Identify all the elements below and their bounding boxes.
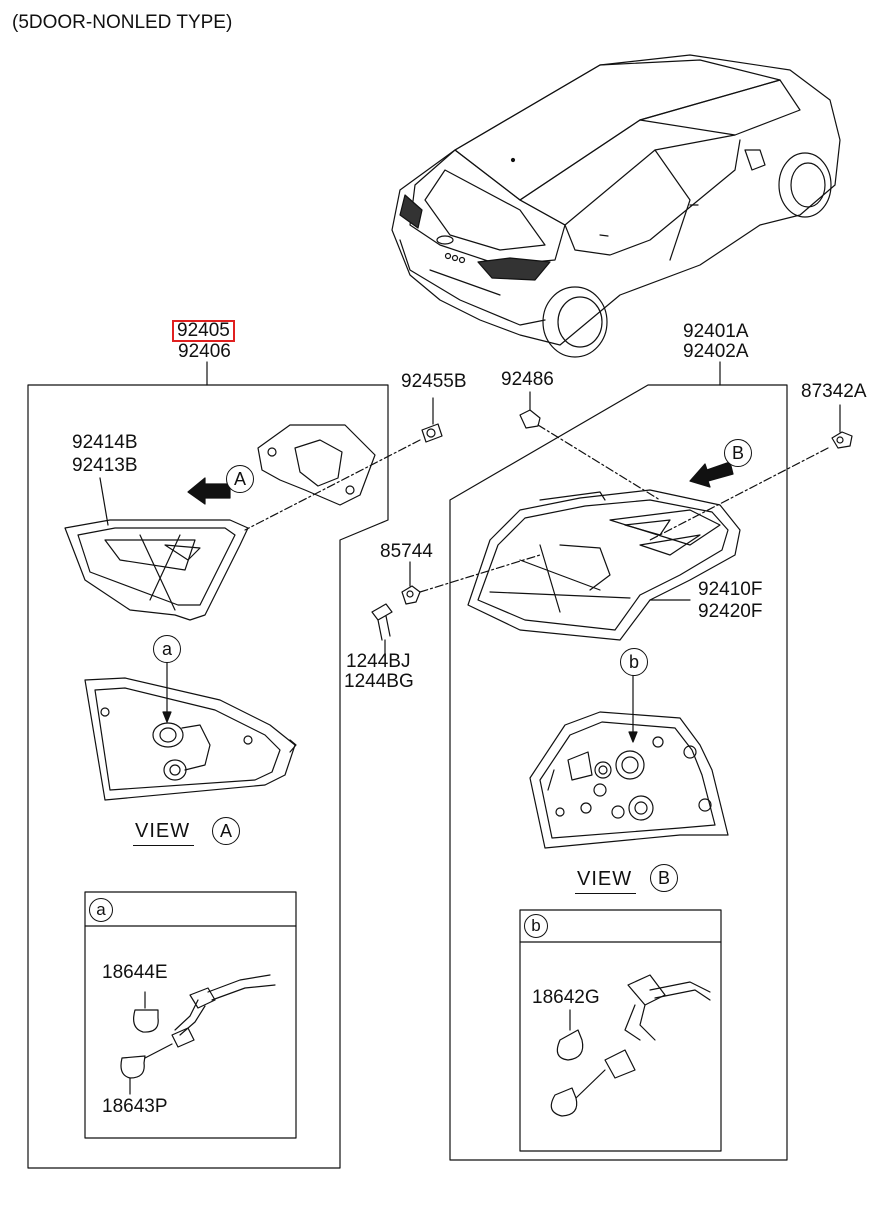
part-label-92420F[interactable]: 92420F — [698, 601, 763, 622]
view-B-marker: B — [650, 864, 678, 892]
part-label-92405[interactable]: 92405 — [172, 320, 235, 342]
part-label-92406[interactable]: 92406 — [178, 341, 231, 362]
box-a-tag: a — [89, 898, 113, 922]
part-label-92414B[interactable]: 92414B — [72, 432, 138, 453]
dash-leader-left — [244, 439, 421, 531]
part-label-92401A[interactable]: 92401A — [683, 321, 749, 342]
bulb-18643P — [120, 1027, 195, 1095]
view-B-word: VIEW — [577, 868, 633, 890]
view-A-word: VIEW — [135, 820, 191, 842]
nut-87342A — [831, 431, 853, 449]
part-label-85744[interactable]: 85744 — [380, 541, 433, 562]
callout-A: A — [226, 465, 254, 493]
view-B-caption: VIEW — [575, 868, 637, 894]
part-label-92402A[interactable]: 92402A — [683, 341, 749, 362]
left-panel-outline — [27, 384, 389, 1169]
part-label-92413B[interactable]: 92413B — [72, 455, 138, 476]
arrow-A — [187, 477, 231, 505]
detail-box-a — [84, 891, 297, 1139]
screw-85744 — [401, 585, 421, 605]
view-A-lamp — [84, 677, 297, 801]
right-panel-outline — [449, 384, 788, 1161]
screw-92455B — [421, 423, 443, 443]
dash-leader-grommet — [537, 424, 661, 501]
bulb-18642G — [550, 974, 711, 1117]
gasket-part — [257, 424, 376, 506]
arrow-B — [689, 461, 734, 488]
leader-92414B — [99, 477, 109, 526]
dash-leader-right — [649, 447, 829, 541]
detail-box-b — [519, 909, 722, 1152]
rear-lamp-part — [467, 489, 741, 641]
part-label-1244BG[interactable]: 1244BG — [344, 671, 414, 692]
car-illustration — [391, 54, 841, 358]
bolt-1244BJ — [371, 603, 393, 641]
part-label-18643P[interactable]: 18643P — [102, 1096, 168, 1117]
part-label-18642G[interactable]: 18642G — [532, 987, 600, 1008]
part-label-92486[interactable]: 92486 — [501, 369, 554, 390]
part-label-87342A[interactable]: 87342A — [801, 381, 867, 402]
view-A-caption: VIEW — [133, 820, 195, 846]
view-B-lamp — [529, 711, 729, 849]
part-label-92410F[interactable]: 92410F — [698, 579, 763, 600]
part-label-1244BJ[interactable]: 1244BJ — [346, 651, 411, 672]
callout-b: b — [620, 648, 648, 676]
inner-lamp-part — [64, 519, 249, 621]
part-label-18644E[interactable]: 18644E — [102, 962, 168, 983]
box-b-tag: b — [524, 914, 548, 938]
view-A-marker: A — [212, 817, 240, 845]
diagram-title: (5DOOR-NONLED TYPE) — [12, 12, 233, 33]
callout-B: B — [724, 439, 752, 467]
dash-leader-85744 — [419, 554, 541, 593]
part-label-92455B[interactable]: 92455B — [401, 371, 467, 392]
grommet-92486 — [519, 409, 541, 429]
callout-a: a — [153, 635, 181, 663]
bulb-18644E — [133, 974, 276, 1036]
